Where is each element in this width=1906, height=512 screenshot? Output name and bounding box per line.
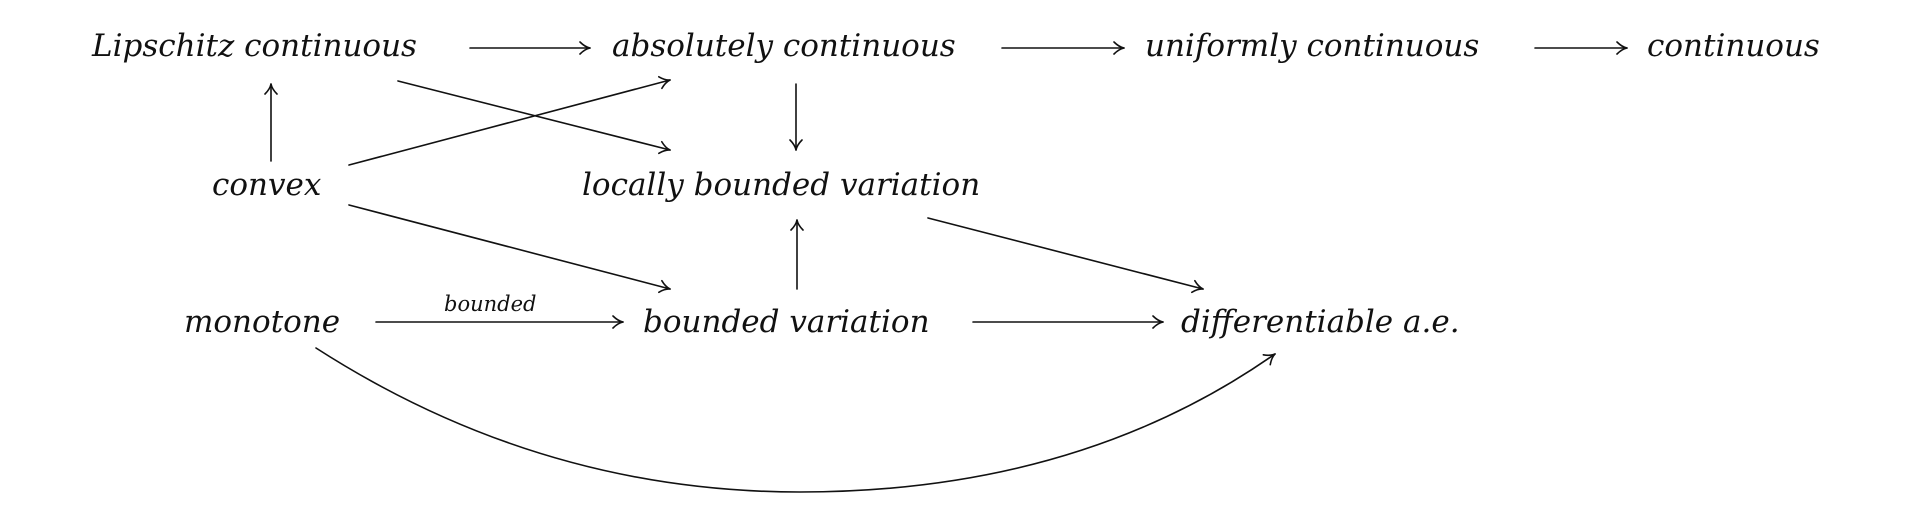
arrow-convex-to-bv [348,204,671,294]
edge-label-bounded: bounded [444,292,536,316]
node-continuous: continuous [1647,28,1820,64]
arrow-convex-to-absolutely [348,75,671,166]
node-lipschitz-continuous: Lipschitz continuous [91,28,417,64]
node-monotone: monotone [184,304,340,340]
node-convex: convex [212,167,322,203]
node-uniformly-continuous: uniformly continuous [1145,28,1479,64]
node-locally-bounded-variation: locally bounded variation [582,167,980,203]
node-differentiable-ae: differentiable a.e. [1181,304,1460,340]
arrow-monotone-to-differentiable [315,347,1276,493]
node-absolutely-continuous: absolutely continuous [612,28,956,64]
arrow-locally-bv-to-differentiable [927,217,1204,294]
node-bounded-variation: bounded variation [643,304,930,340]
